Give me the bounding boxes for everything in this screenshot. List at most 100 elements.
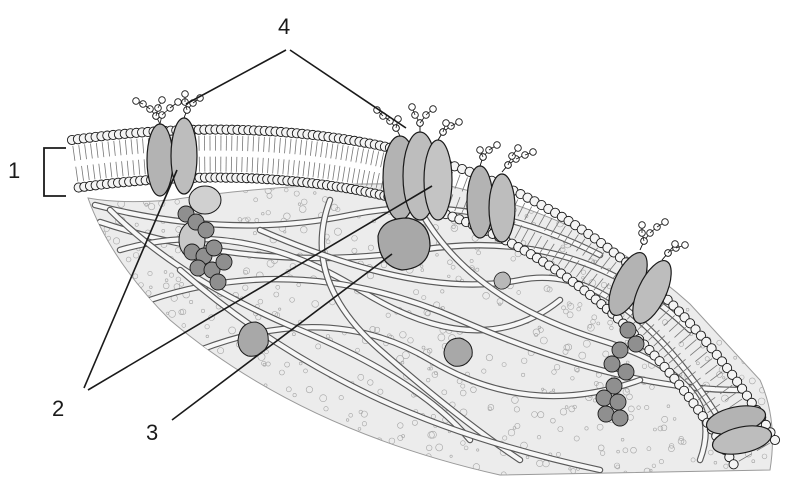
cytoplasm-granule bbox=[227, 466, 234, 473]
cytoplasm-granule bbox=[166, 419, 171, 424]
cytoplasm-granule bbox=[714, 232, 717, 235]
cytoplasm-granule bbox=[757, 371, 762, 376]
lipid-tail bbox=[269, 137, 270, 152]
cytoplasm-granule bbox=[757, 329, 763, 335]
cytoplasm-granule bbox=[228, 389, 231, 392]
lipid-tail bbox=[346, 146, 348, 161]
lipid-tail bbox=[351, 147, 353, 162]
cytoplasm-granule bbox=[104, 424, 108, 428]
sugar-unit bbox=[530, 149, 537, 156]
cytoplasm-granule bbox=[633, 234, 640, 241]
lipid-tail bbox=[258, 137, 259, 152]
cytoplasm-granule bbox=[760, 186, 764, 190]
lipid-tail bbox=[303, 161, 305, 176]
cytoplasm-granule bbox=[287, 416, 291, 420]
cytoplasm-granule bbox=[117, 277, 122, 282]
lipid-tail bbox=[366, 149, 369, 164]
cytoplasmic-globule bbox=[494, 272, 510, 289]
cytoplasm-granule bbox=[127, 196, 132, 201]
cytoplasm-granule bbox=[434, 472, 438, 476]
cytoplasm-granule bbox=[655, 196, 661, 202]
cytoplasm-granule bbox=[649, 198, 653, 202]
cytoplasm-granule bbox=[572, 202, 575, 205]
cytoplasm-granule bbox=[675, 209, 678, 212]
cytoplasm-granule bbox=[742, 250, 749, 257]
cytoplasm-granule bbox=[264, 421, 269, 426]
cytoplasm-granule bbox=[152, 327, 155, 330]
lipid-tail bbox=[248, 136, 249, 151]
cytoplasm-granule bbox=[704, 239, 711, 246]
cytoplasm-granule bbox=[751, 344, 755, 348]
cytoplasm-granule bbox=[128, 383, 134, 389]
cytoplasm-granule bbox=[99, 407, 103, 411]
cytoplasm-granule bbox=[169, 443, 175, 449]
cytoplasm-granule bbox=[99, 411, 103, 415]
lipid-tail bbox=[144, 159, 145, 174]
cytoplasm-granule bbox=[192, 434, 196, 438]
cytoplasm-granule bbox=[89, 247, 96, 254]
cytoplasm-granule bbox=[753, 289, 759, 295]
cytoplasm-granule bbox=[662, 201, 664, 203]
lipid-tail bbox=[274, 138, 275, 153]
lipid-tail bbox=[108, 142, 110, 157]
cytoplasm-granule bbox=[446, 469, 450, 473]
cytoplasm-granule bbox=[187, 433, 192, 438]
sugar-unit bbox=[133, 98, 140, 105]
cytoplasm-granule bbox=[216, 439, 221, 444]
protein-subunit bbox=[618, 364, 634, 380]
cytoplasm-granule bbox=[713, 211, 716, 214]
cytoplasm-granule bbox=[115, 380, 122, 387]
cytoplasm-granule bbox=[125, 327, 129, 331]
cytoplasm-granule bbox=[603, 202, 607, 206]
lipid-tail bbox=[343, 167, 345, 182]
cytoplasm-granule bbox=[726, 257, 733, 264]
lipid-tail bbox=[318, 163, 320, 178]
cytoplasm-granule bbox=[718, 197, 723, 202]
cytoplasm-granule bbox=[96, 412, 99, 415]
cytoplasm-granule bbox=[711, 239, 715, 243]
lipid-tail bbox=[305, 140, 307, 155]
cytoplasm-granule bbox=[768, 188, 771, 191]
protein-subunit bbox=[216, 254, 232, 270]
sugar-unit bbox=[494, 142, 501, 149]
cytoplasm-granule bbox=[742, 254, 749, 261]
cytoplasm-granule bbox=[112, 192, 119, 199]
lipid-tail bbox=[310, 141, 312, 156]
cytoplasm-granule bbox=[179, 442, 183, 446]
peripheral-protein-center bbox=[378, 218, 430, 270]
sugar-unit bbox=[515, 145, 522, 152]
lipid-tail bbox=[361, 149, 364, 164]
cytoplasm-granule bbox=[142, 452, 146, 456]
protein-subunit bbox=[190, 260, 206, 276]
cytoplasm-granule bbox=[183, 350, 188, 355]
cytoplasm-granule bbox=[632, 213, 639, 220]
cytoplasm-granule bbox=[763, 191, 769, 197]
cytoplasm-granule bbox=[205, 356, 210, 361]
cytoplasm-granule bbox=[166, 351, 173, 358]
cytoplasm-granule bbox=[350, 455, 353, 458]
cytoplasm-granule bbox=[132, 449, 137, 454]
cytoplasm-granule bbox=[170, 407, 175, 412]
cytoplasm-granule bbox=[265, 417, 271, 423]
cytoplasm-granule bbox=[222, 430, 228, 436]
cytoplasm-granule bbox=[152, 366, 159, 373]
cytoplasm-granule bbox=[211, 428, 215, 432]
cytoplasm-granule bbox=[315, 447, 319, 451]
cytoplasm-granule bbox=[155, 395, 159, 399]
cytoplasm-granule bbox=[209, 435, 214, 440]
cytoplasm-granule bbox=[560, 190, 565, 195]
cytoplasm-granule bbox=[90, 456, 94, 460]
lipid-tail bbox=[127, 161, 128, 176]
cytoplasm-granule bbox=[746, 228, 751, 233]
protein-subunit bbox=[612, 410, 628, 426]
cytoplasm-granule bbox=[602, 211, 606, 215]
lipid-tail bbox=[133, 160, 134, 175]
cytoplasm-granule bbox=[240, 404, 245, 409]
protein-subunit bbox=[210, 274, 226, 290]
cytoplasm-granule bbox=[323, 457, 330, 464]
cytoplasm-granule bbox=[615, 240, 619, 244]
cytoplasm-granule bbox=[173, 448, 178, 453]
cytoplasm-granule bbox=[126, 440, 132, 446]
cytoplasm-granule bbox=[747, 282, 751, 286]
cytoplasm-granule bbox=[161, 384, 167, 390]
